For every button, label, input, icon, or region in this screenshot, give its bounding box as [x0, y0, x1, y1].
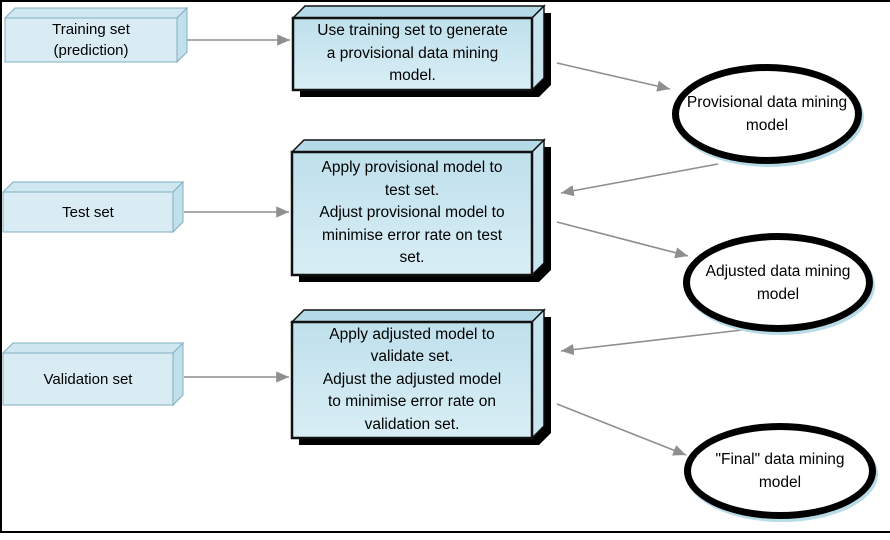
- arrow-provisional-model-to-process2: [560, 163, 719, 197]
- training-set-label: Training set (prediction): [5, 18, 177, 62]
- provisional-model-label: Provisional data mining model: [672, 64, 862, 164]
- process-box-adjust-on-validation: [290, 308, 552, 446]
- adjusted-model-ellipse: [683, 233, 873, 332]
- test-set-label-line1: Test set: [62, 203, 114, 221]
- test-set-label: Test set: [3, 192, 173, 232]
- model2-line1: Adjusted data mining: [705, 262, 851, 280]
- arrow-adjusted-model-to-process3: [560, 329, 743, 356]
- process2-line5: set.: [399, 249, 425, 267]
- final-model-label: "Final" data mining model: [684, 423, 876, 519]
- frame-bottom-line: [0, 531, 890, 533]
- process1-line3: model.: [389, 67, 436, 85]
- process2-line2: test set.: [384, 181, 440, 199]
- validation-set-label-line1: Validation set: [43, 370, 133, 388]
- training-set-box: [3, 6, 189, 64]
- process3-line4: to minimise error rate on: [328, 393, 496, 411]
- final-model-ellipse: [684, 423, 876, 519]
- training-set-label-line2: (prediction): [53, 42, 129, 59]
- arrow-process3-to-final-model: [556, 403, 687, 456]
- process3-line2: validate set.: [370, 348, 454, 366]
- model2-line2: model: [756, 285, 800, 303]
- process2-line3: Adjust provisional model to: [319, 204, 505, 222]
- arrow-process1-to-provisional-model: [556, 62, 671, 92]
- validation-set-box: [1, 341, 185, 407]
- training-set-label-line1: Training set: [52, 21, 130, 38]
- process3-line3: Adjust the adjusted model: [322, 370, 502, 388]
- process3-line1: Apply adjusted model to: [329, 325, 495, 343]
- process3-line5: validation set.: [364, 415, 460, 433]
- model1-line1: Provisional data mining: [686, 94, 848, 111]
- process1-line1: Use training set to generate: [317, 22, 508, 40]
- process-box-generate-model: [291, 4, 552, 98]
- process-box-generate-model-label: Use training set to generate a provision…: [293, 18, 532, 90]
- process-box-adjust-on-test: [290, 138, 552, 283]
- model3-line2: model: [758, 474, 802, 491]
- process-box-adjust-on-test-label: Apply provisional model to test set. Adj…: [292, 152, 532, 275]
- adjusted-model-label: Adjusted data mining model: [683, 233, 873, 332]
- process2-line4: minimise error rate on test: [321, 226, 503, 244]
- test-set-box: [1, 180, 185, 234]
- frame-top-line: [0, 0, 890, 2]
- process2-line1: Apply provisional model to: [321, 159, 503, 177]
- process-box-adjust-on-validation-label: Apply adjusted model to validate set. Ad…: [292, 322, 532, 438]
- process1-line2: a provisional data mining: [326, 44, 499, 62]
- model3-line1: "Final" data mining: [715, 451, 845, 468]
- model1-line2: model: [745, 117, 789, 134]
- validation-set-label: Validation set: [3, 353, 173, 405]
- frame-left-line: [0, 0, 2, 533]
- arrow-process2-to-adjusted-model: [556, 221, 689, 259]
- provisional-model-ellipse: [672, 64, 862, 164]
